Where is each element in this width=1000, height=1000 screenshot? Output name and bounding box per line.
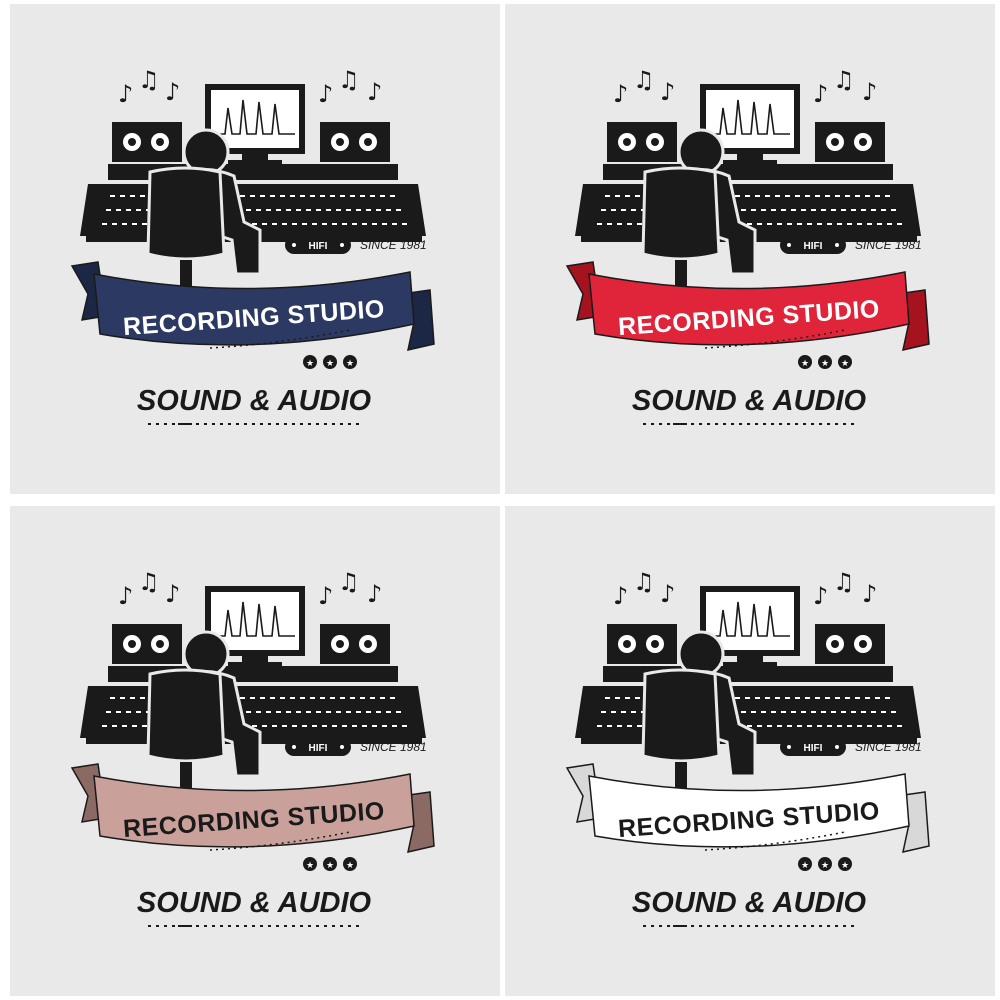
hifi-label: HIFI (804, 241, 823, 252)
chair-icon (146, 166, 226, 290)
svg-text:♪: ♪ (613, 582, 628, 610)
hifi-badge: HIFI (285, 738, 351, 756)
tagline: SOUND & AUDIO (137, 385, 372, 417)
monitor-icon (700, 586, 800, 667)
svg-text:♪: ♪ (118, 80, 133, 108)
svg-text:♪: ♪ (165, 78, 180, 106)
since-label: SINCE 1981 (855, 740, 922, 754)
hifi-badge: HIFI (285, 236, 351, 254)
svg-text:♪: ♪ (367, 78, 382, 106)
logo-artwork: ♪ ♫ ♪ ♪ ♫ ♪ (70, 66, 435, 425)
since-label: SINCE 1981 (360, 740, 427, 754)
music-note-icon: ♪ ♫ ♪ ♪ ♫ ♪ (118, 66, 382, 108)
svg-text:♪: ♪ (813, 582, 828, 610)
svg-text:♫: ♫ (138, 568, 160, 596)
logo-card-navy: ♪ ♫ ♪ ♪ ♫ ♪ (10, 4, 500, 494)
tagline: SOUND & AUDIO (137, 887, 372, 919)
svg-text:♪: ♪ (318, 582, 333, 610)
svg-text:★: ★ (326, 358, 334, 368)
svg-text:♫: ♫ (833, 568, 855, 596)
svg-text:♫: ♫ (138, 66, 160, 94)
since-label: SINCE 1981 (360, 238, 427, 252)
svg-text:♫: ♫ (633, 66, 655, 94)
svg-text:♪: ♪ (367, 580, 382, 608)
chair-icon (146, 668, 226, 792)
speaker-icon (112, 624, 390, 664)
ribbon-banner: RECORDING STUDIO (70, 261, 435, 351)
svg-text:★: ★ (841, 860, 849, 870)
svg-text:♫: ♫ (338, 66, 360, 94)
svg-text:♪: ♪ (165, 580, 180, 608)
logo-card-red: ♪♫♪ ♪♫♪ (505, 4, 995, 494)
chair-icon (641, 166, 721, 290)
svg-text:♪: ♪ (613, 80, 628, 108)
logo-card-rose: ♪♫♪ ♪♫♪ (10, 506, 500, 996)
svg-text:★: ★ (306, 358, 314, 368)
star-icon: ★ ★ ★ (798, 355, 852, 369)
speaker-icon (607, 624, 885, 664)
star-icon: ★ ★ ★ (303, 355, 357, 369)
tagline: SOUND & AUDIO (632, 385, 867, 417)
logo-card-outline: ♪♫♪ ♪♫♪ (505, 506, 995, 996)
svg-text:♫: ♫ (833, 66, 855, 94)
since-label: SINCE 1981 (855, 238, 922, 252)
svg-text:♫: ♫ (338, 568, 360, 596)
svg-text:♪: ♪ (813, 80, 828, 108)
hifi-badge: HIFI (780, 236, 846, 254)
chair-icon (641, 668, 721, 792)
star-icon: ★ ★ ★ (798, 857, 852, 871)
svg-text:★: ★ (346, 358, 354, 368)
music-note-icon: ♪♫♪ ♪♫♪ (613, 568, 877, 610)
tagline: SOUND & AUDIO (632, 887, 867, 919)
star-icon: ★ ★ ★ (303, 857, 357, 871)
speaker-icon (112, 122, 390, 162)
hifi-badge: HIFI (780, 738, 846, 756)
svg-text:★: ★ (801, 358, 809, 368)
svg-text:★: ★ (801, 860, 809, 870)
hifi-label: HIFI (309, 241, 328, 252)
svg-text:♪: ♪ (118, 582, 133, 610)
speaker-icon (607, 122, 885, 162)
svg-text:★: ★ (841, 358, 849, 368)
ribbon-banner: RECORDING STUDIO (565, 763, 930, 853)
svg-text:★: ★ (821, 860, 829, 870)
music-note-icon: ♪♫♪ ♪♫♪ (118, 568, 382, 610)
logo-artwork: ♪♫♪ ♪♫♪ (565, 66, 930, 425)
logo-artwork: ♪♫♪ ♪♫♪ (565, 568, 930, 927)
svg-text:★: ★ (326, 860, 334, 870)
svg-text:★: ★ (306, 860, 314, 870)
svg-text:★: ★ (346, 860, 354, 870)
music-note-icon: ♪♫♪ ♪♫♪ (613, 66, 877, 108)
svg-text:♪: ♪ (660, 78, 675, 106)
svg-text:♫: ♫ (633, 568, 655, 596)
hifi-label: HIFI (309, 743, 328, 754)
hifi-label: HIFI (804, 743, 823, 754)
svg-text:♪: ♪ (318, 80, 333, 108)
svg-text:♪: ♪ (862, 580, 877, 608)
ribbon-banner: RECORDING STUDIO (70, 763, 435, 853)
logo-artwork: ♪♫♪ ♪♫♪ (70, 568, 435, 927)
svg-text:♪: ♪ (862, 78, 877, 106)
svg-text:♪: ♪ (660, 580, 675, 608)
ribbon-banner: RECORDING STUDIO (565, 261, 930, 351)
svg-text:★: ★ (821, 358, 829, 368)
